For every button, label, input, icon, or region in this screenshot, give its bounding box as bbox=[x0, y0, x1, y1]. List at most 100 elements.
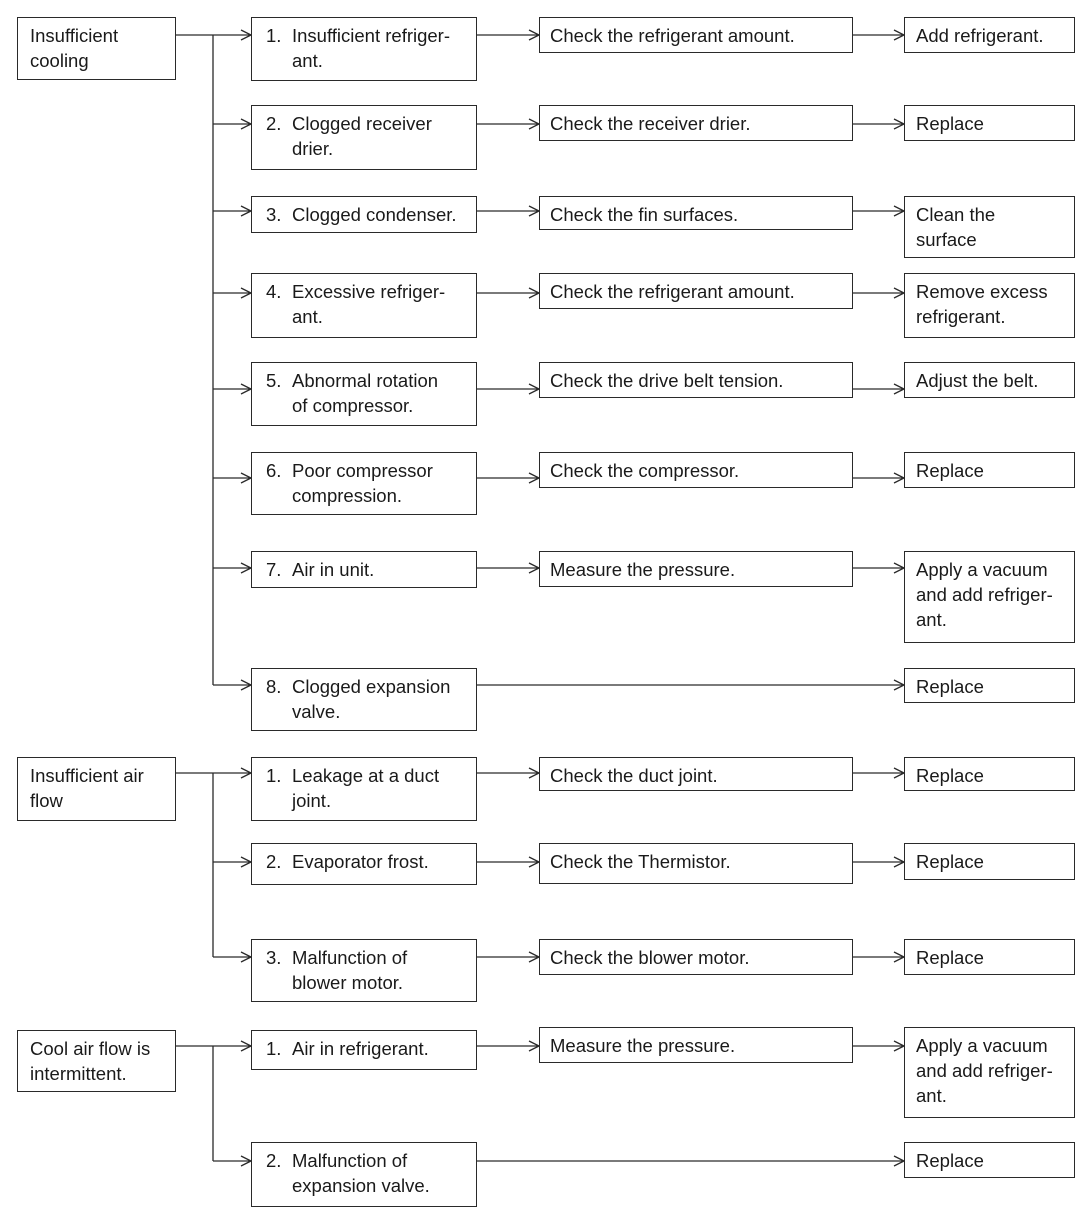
check-check-the-refrigerant-amount-text: Check the refrigerant amount. bbox=[550, 25, 795, 46]
remedy-replace-box: Replace bbox=[904, 843, 1075, 880]
symptom-cool-air-flow-is-intermittent-line: intermittent. bbox=[30, 1063, 127, 1084]
check-check-the-drive-belt-tension-text: Check the drive belt tension. bbox=[550, 370, 784, 391]
check-check-the-refrigerant-amount-box: Check the refrigerant amount. bbox=[539, 17, 853, 53]
cause-text: Malfunction of expansion valve. bbox=[292, 1148, 468, 1206]
cause-text: Evaporator frost. bbox=[292, 849, 468, 884]
cause-number: 8. bbox=[266, 676, 282, 697]
cause-number: 1. bbox=[266, 25, 282, 46]
cause-air-in-refrigerant-line: Air in refrigerant. bbox=[292, 1038, 429, 1059]
cause-air-in-unit-line: Air in unit. bbox=[292, 559, 375, 580]
remedy-replace-line: Replace bbox=[916, 460, 984, 481]
check-measure-the-pressure-text: Measure the pressure. bbox=[550, 559, 736, 580]
cause-insufficient-refriger-ant-line: ant. bbox=[292, 50, 323, 71]
cause-number: 2. bbox=[266, 1150, 282, 1171]
symptom-cool-air-flow-is-intermittent-line: Cool air flow is bbox=[30, 1038, 151, 1059]
cause-text: Clogged condenser. bbox=[292, 202, 468, 232]
symptom-insufficient-air-flow-line: Insufficient air bbox=[30, 765, 144, 786]
remedy-replace-line: Replace bbox=[916, 851, 984, 872]
cause-text: Malfunction of blower motor. bbox=[292, 945, 468, 1001]
cause-number: 2. bbox=[266, 113, 282, 134]
cause-poor-compressor-compression-line: Poor compressor bbox=[292, 460, 433, 481]
remedy-remove-excess-refrigerant-box: Remove excess refrigerant. bbox=[904, 273, 1075, 338]
remedy-apply-a-vacuum-and-add-refriger-ant-box: Apply a vacuum and add refriger-ant. bbox=[904, 1027, 1075, 1118]
remedy-adjust-the-belt-line: Adjust the belt. bbox=[916, 370, 1039, 391]
remedy-remove-excess-refrigerant-line: refrigerant. bbox=[916, 306, 1006, 327]
remedy-apply-a-vacuum-and-add-refriger-ant-line: Apply a vacuum bbox=[916, 559, 1048, 580]
check-measure-the-pressure-text: Measure the pressure. bbox=[550, 1035, 736, 1056]
cause-text: Air in unit. bbox=[292, 557, 468, 587]
check-check-the-duct-joint-box: Check the duct joint. bbox=[539, 757, 853, 791]
cause-text: Insufficient refriger-ant. bbox=[292, 23, 468, 80]
cause-clogged-receiver-drier-line: Clogged receiver bbox=[292, 113, 432, 134]
remedy-replace-line: Replace bbox=[916, 113, 984, 134]
check-check-the-compressor-text: Check the compressor. bbox=[550, 460, 740, 481]
cause-text: Clogged receiver drier. bbox=[292, 111, 468, 169]
cause-clogged-expansion-valve-line: Clogged expansion bbox=[292, 676, 451, 697]
remedy-clean-the-surface-line: Clean the bbox=[916, 204, 996, 225]
remedy-apply-a-vacuum-and-add-refriger-ant-box: Apply a vacuum and add refriger-ant. bbox=[904, 551, 1075, 643]
cause-clogged-condenser-line: Clogged condenser. bbox=[292, 204, 457, 225]
cause-leakage-at-a-duct-joint-line: Leakage at a duct bbox=[292, 765, 440, 786]
cause-text: Clogged expansion valve. bbox=[292, 674, 468, 730]
remedy-replace-line: Replace bbox=[916, 1150, 984, 1171]
check-measure-the-pressure-box: Measure the pressure. bbox=[539, 1027, 853, 1063]
cause-clogged-receiver-drier-box: 2. Clogged receiver drier. bbox=[251, 105, 477, 170]
remedy-replace-line: Replace bbox=[916, 676, 984, 697]
cause-poor-compressor-compression-line: compression. bbox=[292, 485, 403, 506]
cause-insufficient-refriger-ant-line: Insufficient refriger- bbox=[292, 25, 450, 46]
remedy-replace-box: Replace bbox=[904, 939, 1075, 975]
remedy-replace-box: Replace bbox=[904, 668, 1075, 703]
remedy-replace-box: Replace bbox=[904, 105, 1075, 141]
cause-number: 4. bbox=[266, 281, 282, 302]
check-check-the-thermistor-box: Check the Thermistor. bbox=[539, 843, 853, 884]
check-check-the-refrigerant-amount-text: Check the refrigerant amount. bbox=[550, 281, 795, 302]
cause-number: 3. bbox=[266, 947, 282, 968]
cause-insufficient-refriger-ant-box: 1. Insufficient refriger-ant. bbox=[251, 17, 477, 81]
check-check-the-drive-belt-tension-box: Check the drive belt tension. bbox=[539, 362, 853, 398]
remedy-clean-the-surface-box: Clean the surface bbox=[904, 196, 1075, 258]
check-measure-the-pressure-box: Measure the pressure. bbox=[539, 551, 853, 587]
check-check-the-compressor-box: Check the compressor. bbox=[539, 452, 853, 488]
cause-evaporator-frost-box: 2.Evaporator frost. bbox=[251, 843, 477, 885]
cause-excessive-refriger-ant-box: 4.Excessive refriger-ant. bbox=[251, 273, 477, 338]
cause-excessive-refriger-ant-line: Excessive refriger- bbox=[292, 281, 446, 302]
cause-abnormal-rotation-of-compressor-line: of compressor. bbox=[292, 395, 414, 416]
cause-clogged-receiver-drier-line: drier. bbox=[292, 138, 334, 159]
remedy-replace-box: Replace bbox=[904, 757, 1075, 791]
remedy-apply-a-vacuum-and-add-refriger-ant-line: Apply a vacuum bbox=[916, 1035, 1048, 1056]
check-check-the-fin-surfaces-box: Check the fin surfaces. bbox=[539, 196, 853, 230]
cause-evaporator-frost-line: Evaporator frost. bbox=[292, 851, 429, 872]
cause-clogged-expansion-valve-box: 8. Clogged expansion valve. bbox=[251, 668, 477, 731]
symptom-insufficient-air-flow-box: Insufficient air flow bbox=[17, 757, 176, 821]
check-check-the-duct-joint-text: Check the duct joint. bbox=[550, 765, 718, 786]
remedy-apply-a-vacuum-and-add-refriger-ant-line: ant. bbox=[916, 609, 947, 630]
cause-clogged-expansion-valve-line: valve. bbox=[292, 701, 341, 722]
cause-air-in-refrigerant-box: 1.Air in refrigerant. bbox=[251, 1030, 477, 1070]
remedy-remove-excess-refrigerant-line: Remove excess bbox=[916, 281, 1048, 302]
cause-malfunction-of-expansion-valve-line: Malfunction of bbox=[292, 1150, 408, 1171]
cause-malfunction-of-blower-motor-line: Malfunction of bbox=[292, 947, 408, 968]
check-check-the-refrigerant-amount-box: Check the refrigerant amount. bbox=[539, 273, 853, 309]
remedy-apply-a-vacuum-and-add-refriger-ant-line: and add refriger- bbox=[916, 584, 1053, 605]
cause-malfunction-of-expansion-valve-line: expansion valve. bbox=[292, 1175, 430, 1196]
remedy-replace-line: Replace bbox=[916, 765, 984, 786]
symptom-insufficient-cooling-line: cooling bbox=[30, 50, 89, 71]
cause-number: 7. bbox=[266, 559, 282, 580]
remedy-apply-a-vacuum-and-add-refriger-ant-line: and add refriger- bbox=[916, 1060, 1053, 1081]
remedy-clean-the-surface-line: surface bbox=[916, 229, 977, 250]
check-check-the-thermistor-text: Check the Thermistor. bbox=[550, 851, 731, 872]
check-check-the-receiver-drier-text: Check the receiver drier. bbox=[550, 113, 751, 134]
remedy-adjust-the-belt-box: Adjust the belt. bbox=[904, 362, 1075, 398]
remedy-add-refrigerant-box: Add refrigerant. bbox=[904, 17, 1075, 53]
check-check-the-blower-motor-text: Check the blower motor. bbox=[550, 947, 750, 968]
symptom-insufficient-air-flow-line: flow bbox=[30, 790, 63, 811]
cause-number: 1. bbox=[266, 765, 282, 786]
remedy-apply-a-vacuum-and-add-refriger-ant-line: ant. bbox=[916, 1085, 947, 1106]
cause-malfunction-of-blower-motor-line: blower motor. bbox=[292, 972, 404, 993]
cause-number: 5. bbox=[266, 370, 282, 391]
